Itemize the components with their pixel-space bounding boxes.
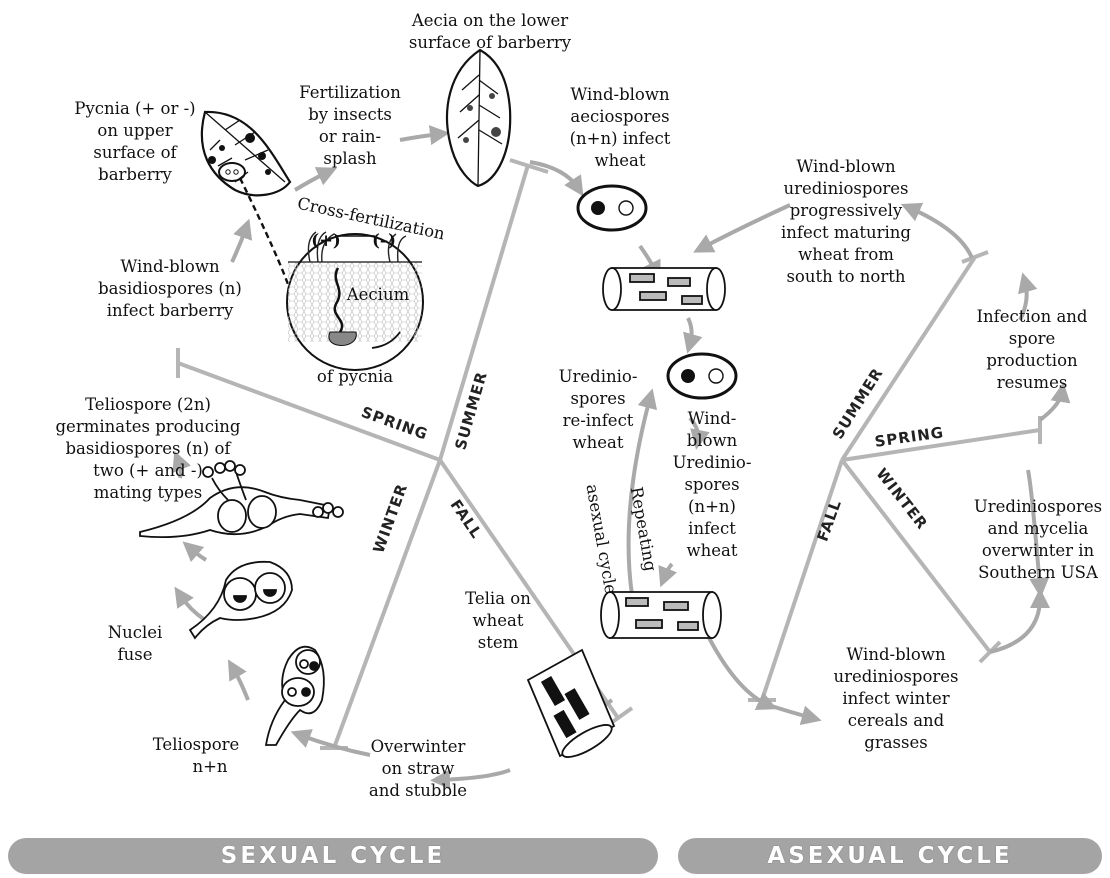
diagram-canvas: Aecia on the lower surface of barberry F… <box>56 11 1103 800</box>
resume-label-l1: Infection and <box>977 307 1088 326</box>
overwinter-south-label-l1: Urediniospores <box>974 497 1102 516</box>
aeciospores-label-l4: wheat <box>595 151 646 170</box>
pycnia-label-l3: surface of <box>93 143 178 162</box>
telia-label-l2: wheat <box>473 611 524 630</box>
resume-label-l2: spore <box>1009 329 1056 348</box>
winter-cereals-label-l5: grasses <box>864 733 927 752</box>
teliospore-germ-label-l3: basidiospores (n) of <box>65 439 232 458</box>
telia-wheat-stem <box>526 648 616 758</box>
teliospore-germ-label-l2: germinates producing <box>56 417 241 436</box>
aecia-label-l1: Aecia on the lower <box>411 11 568 30</box>
aeciospores-label-l2: aeciospores <box>570 107 669 126</box>
winter-cereals-label-l4: cereals and <box>848 711 945 730</box>
teliospore-binucleate <box>264 645 325 746</box>
wind-blown-uredo-label-l2: blown <box>687 431 738 450</box>
overwinter-south-label-l4: Southern USA <box>978 563 1099 582</box>
overwinter-south-label-l2: and mycelia <box>988 519 1089 538</box>
right-fall-label: FALL <box>813 497 845 544</box>
progressive-label-l4: infect maturing <box>781 223 911 242</box>
cross-fertilization-inset <box>238 177 424 371</box>
fertilization-label-l3: or rain- <box>319 127 381 146</box>
urediniospore-oval <box>666 352 738 400</box>
teliospore-nuclei-fuse <box>188 560 293 640</box>
left-winter-label: WINTER <box>369 481 411 555</box>
plus-mating-type: (+) <box>311 231 340 250</box>
minus-mating-type: (–) <box>372 231 396 250</box>
telia-label-l3: stem <box>478 633 519 652</box>
right-season-axes <box>748 250 1042 702</box>
telia-label-l1: Telia on <box>465 589 531 608</box>
barberry-leaf-aecia <box>445 48 512 188</box>
winter-cereals-label-l1: Wind-blown <box>846 645 946 664</box>
wind-blown-uredo-label-l3: Uredinio- <box>673 453 752 472</box>
teliospore-germ-label-l5: mating types <box>94 483 203 502</box>
aecium-label: Aecium <box>346 285 410 304</box>
asexual-cycle-bar: ASEXUAL CYCLE <box>678 838 1102 874</box>
overwinter-south-label-l3: overwinter in <box>982 541 1095 560</box>
resume-label-l3: production <box>986 351 1078 370</box>
teliospore-germinating <box>139 460 344 539</box>
wheat-stem-upper <box>602 267 726 311</box>
reinfect-label-l4: wheat <box>573 433 624 452</box>
winter-cereals-label-l3: infect winter <box>842 689 949 708</box>
fertilization-label-l2: by insects <box>308 105 392 124</box>
pycnia-label-l4: barberry <box>98 165 172 184</box>
progressive-label-l6: south to north <box>786 267 905 286</box>
resume-label-l4: resumes <box>997 373 1068 392</box>
progressive-label-l1: Wind-blown <box>796 157 896 176</box>
overwinter-label-l3: and stubble <box>369 781 467 800</box>
barberry-leaf-pycnia <box>200 110 292 197</box>
reinfect-label-l2: spores <box>570 389 625 408</box>
overwinter-label-l2: on straw <box>382 759 455 778</box>
wheat-stem-lower <box>600 591 722 639</box>
overwinter-label-l1: Overwinter <box>371 737 466 756</box>
pycnia-label-l1: Pycnia (+ or -) <box>74 99 195 118</box>
wind-blown-uredo-label-l7: wheat <box>687 541 738 560</box>
of-pycnia-label: of pycnia <box>317 367 393 386</box>
diagram-labels: Aecia on the lower surface of barberry F… <box>56 11 1103 800</box>
wind-blown-uredo-label-l6: infect <box>688 519 736 538</box>
aeciospores-label-l1: Wind-blown <box>570 85 670 104</box>
pycnia-label-l2: on upper <box>97 121 172 140</box>
winter-cereals-label-l2: urediniospores <box>833 667 958 686</box>
wind-blown-uredo-label-l4: spores <box>684 475 739 494</box>
reinfect-label-l3: re-infect <box>563 411 634 430</box>
basidiospores-label-l2: basidiospores (n) <box>98 279 242 298</box>
sexual-cycle-bar: SEXUAL CYCLE <box>8 838 658 874</box>
teliospore-label-l2: n+n <box>192 757 227 776</box>
right-winter-label: WINTER <box>872 465 931 533</box>
teliospore-germ-label-l4: two (+ and -) <box>93 461 203 480</box>
repeating-label-l2: asexual cycle <box>582 483 620 596</box>
teliospore-germ-label-l1: Teliospore (2n) <box>85 395 211 414</box>
fertilization-label-l1: Fertilization <box>299 83 401 102</box>
progressive-label-l3: progressively <box>790 201 903 220</box>
progressive-label-l5: wheat from <box>798 245 894 264</box>
aeciospore-oval <box>576 184 648 232</box>
nuclei-fuse-label-l2: fuse <box>118 645 153 664</box>
repeating-label-l1: Repeating <box>627 485 661 573</box>
wind-blown-uredo-label-l5: (n+n) <box>688 497 736 516</box>
aecia-label-l2: surface of barberry <box>409 33 572 52</box>
aeciospores-label-l3: (n+n) infect <box>570 129 671 148</box>
basidiospores-label-l3: infect barberry <box>107 301 234 320</box>
reinfect-label-l1: Uredinio- <box>559 367 638 386</box>
fertilization-label-l4: splash <box>323 149 377 168</box>
nuclei-fuse-label-l1: Nuclei <box>108 623 163 642</box>
wind-blown-uredo-label-l1: Wind- <box>688 409 737 428</box>
teliospore-label-l1: Teliospore <box>153 735 240 754</box>
basidiospores-label-l1: Wind-blown <box>120 257 220 276</box>
left-spring-label: SPRING <box>359 403 431 444</box>
left-summer-label: SUMMER <box>451 369 491 451</box>
progressive-label-l2: urediniospores <box>783 179 908 198</box>
